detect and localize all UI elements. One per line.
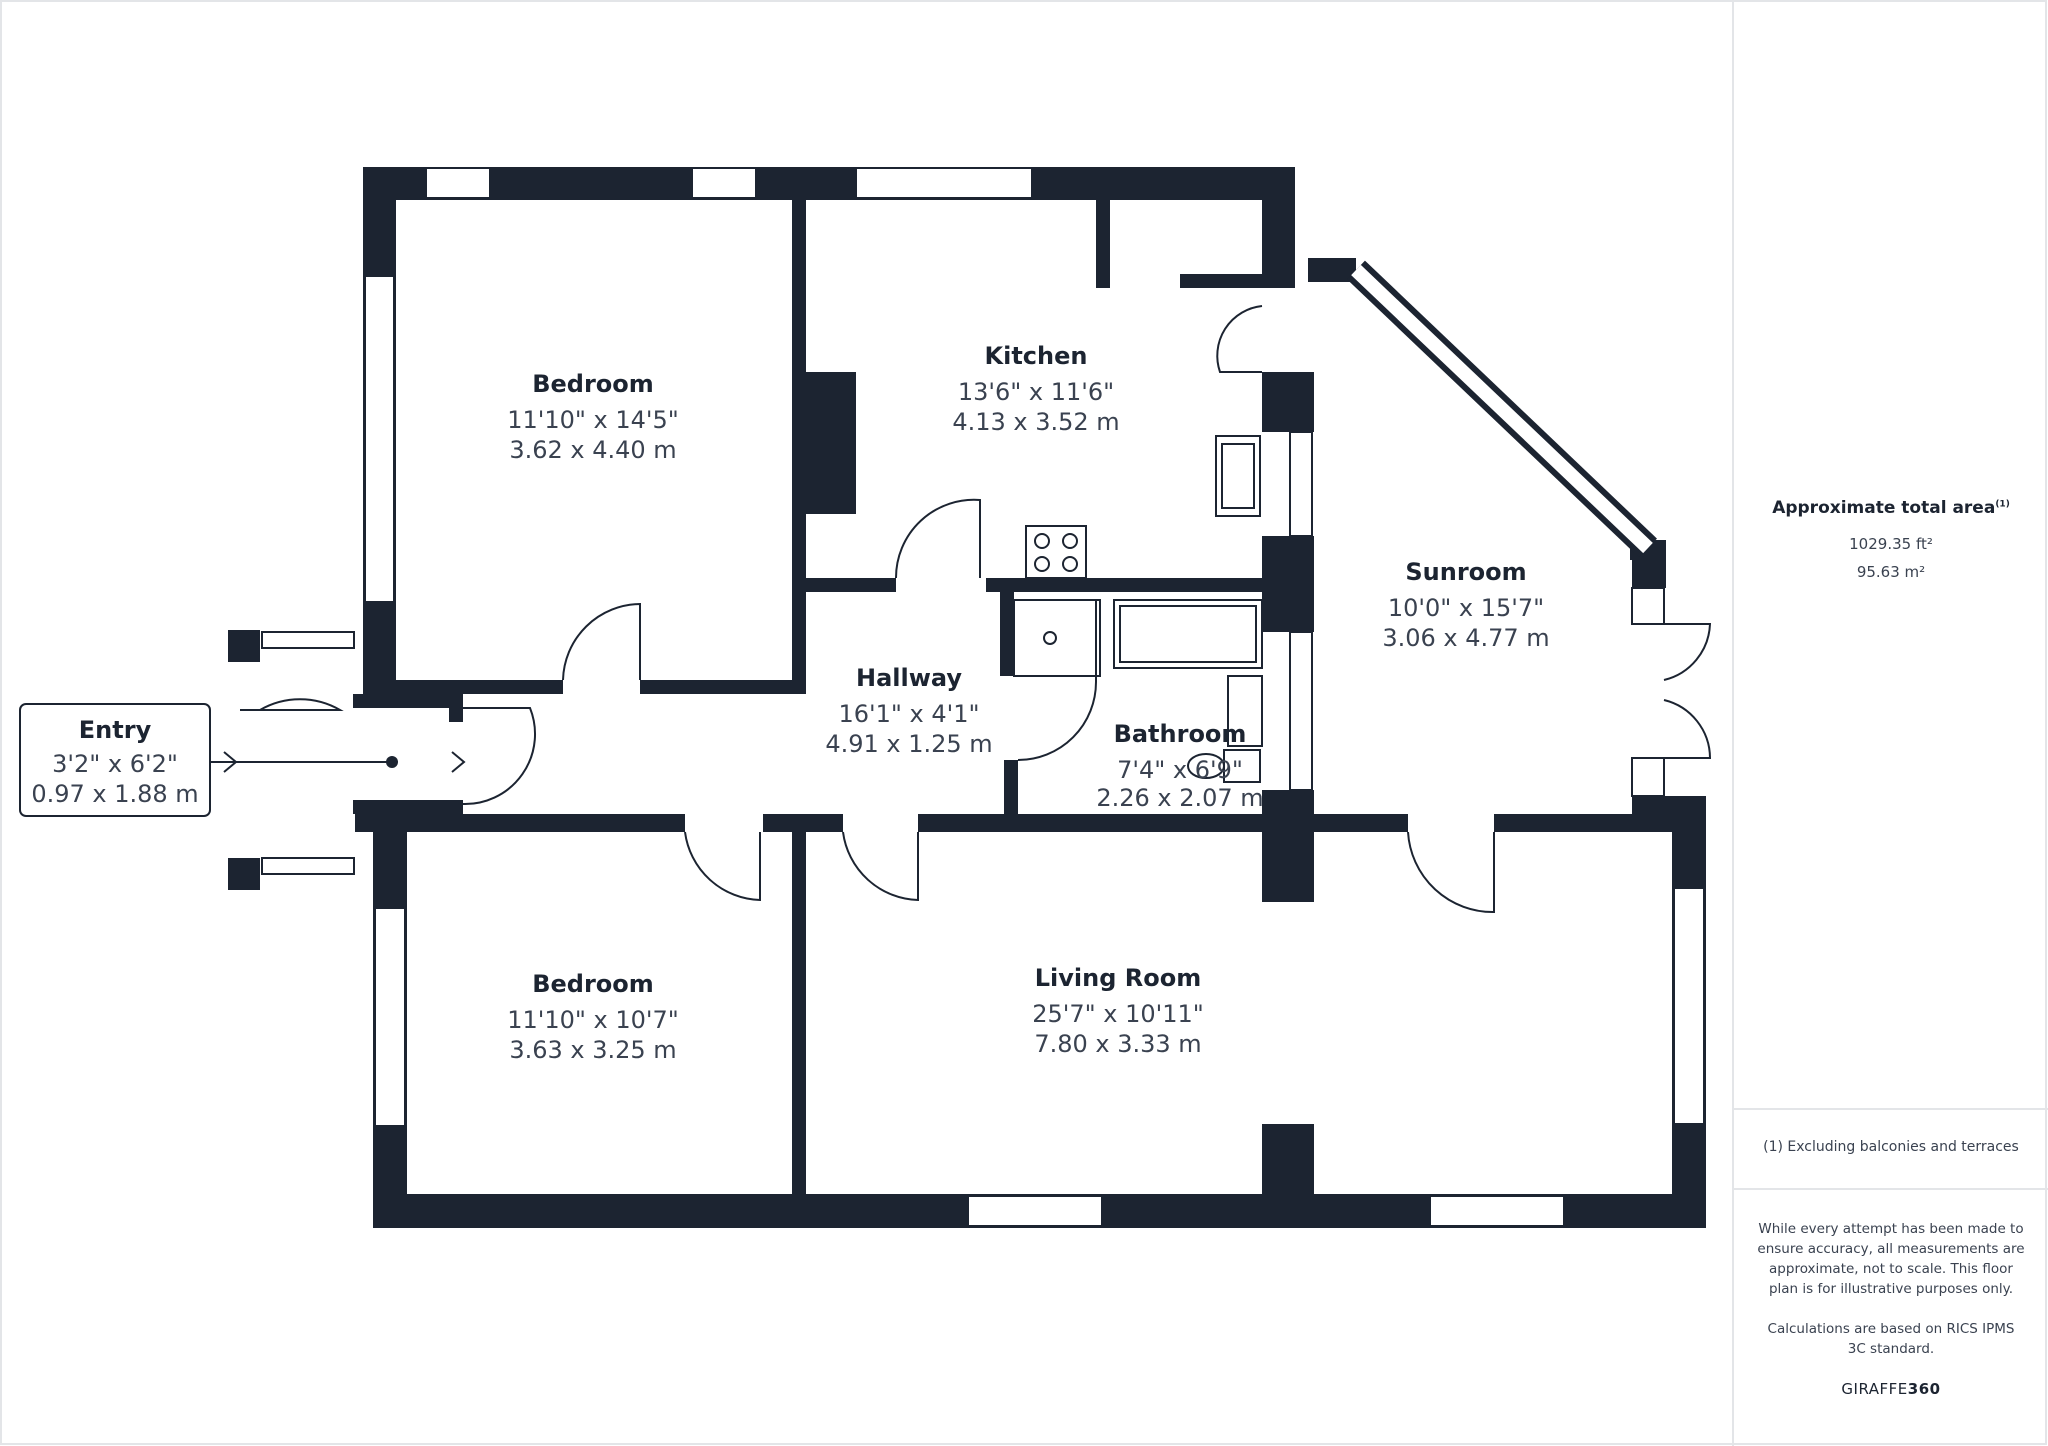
area-footnote: (1) Excluding balconies and terraces xyxy=(1763,1139,2019,1155)
room-entry-imperial: 3'2" x 6'2" xyxy=(52,750,178,778)
entry-arrow-icon xyxy=(210,751,466,773)
room-sunroom-metric: 3.06 x 4.77 m xyxy=(1382,624,1549,652)
area-title: Approximate total area(1) xyxy=(1772,498,2010,518)
room-living-metric: 7.80 x 3.33 m xyxy=(1034,1030,1201,1058)
kitchen-hob-icon xyxy=(1025,525,1087,579)
room-living-name: Living Room xyxy=(1035,964,1201,992)
disclaimer-text: While every attempt has been made to ens… xyxy=(1757,1221,2025,1297)
basin-icon xyxy=(1227,675,1263,747)
room-bathroom-metric: 2.26 x 2.07 m xyxy=(1096,784,1263,812)
room-bedroom1-imperial: 11'10" x 14'5" xyxy=(507,406,679,434)
room-hallway: Hallway 16'1" x 4'1" 4.91 x 1.25 m xyxy=(825,664,992,758)
area-title-note: (1) xyxy=(1995,499,2010,510)
area-ft: 1029.35 ft² xyxy=(1849,535,1933,553)
entry-callout-box xyxy=(19,703,211,817)
calculation-note: Calculations are based on RICS IPMS 3C s… xyxy=(1767,1321,2015,1357)
room-hallway-metric: 4.91 x 1.25 m xyxy=(825,730,992,758)
room-bedroom2-metric: 3.63 x 3.25 m xyxy=(509,1036,676,1064)
room-sunroom-imperial: 10'0" x 15'7" xyxy=(1388,594,1544,622)
shower-icon xyxy=(1013,599,1101,677)
walls xyxy=(228,167,1706,1228)
windows xyxy=(261,167,1705,1227)
sidebar-separator-1 xyxy=(1734,1108,2048,1110)
room-bedroom1-name: Bedroom xyxy=(532,370,654,398)
room-kitchen-name: Kitchen xyxy=(985,342,1088,370)
door-swings xyxy=(240,305,1712,914)
sidebar-separator-2 xyxy=(1734,1188,2048,1190)
room-entry-name: Entry xyxy=(79,716,152,744)
room-bedroom1: Bedroom 11'10" x 14'5" 3.62 x 4.40 m xyxy=(507,370,679,464)
area-m: 95.63 m² xyxy=(1856,563,1926,581)
entry-marker-icon xyxy=(386,756,398,768)
room-kitchen: Kitchen 13'6" x 11'6" 4.13 x 3.52 m xyxy=(952,342,1119,436)
room-living: Living Room 25'7" x 10'11" 7.80 x 3.33 m xyxy=(1032,964,1204,1058)
room-hallway-name: Hallway xyxy=(856,664,962,692)
sunroom-slanted-wall xyxy=(1347,260,1657,558)
room-bedroom2-imperial: 11'10" x 10'7" xyxy=(507,1006,679,1034)
room-entry-metric: 0.97 x 1.88 m xyxy=(31,780,198,808)
room-bedroom1-metric: 3.62 x 4.40 m xyxy=(509,436,676,464)
room-bathroom-imperial: 7'4" x 6'9" xyxy=(1117,756,1243,784)
room-hallway-imperial: 16'1" x 4'1" xyxy=(838,700,979,728)
room-kitchen-metric: 4.13 x 3.52 m xyxy=(952,408,1119,436)
room-bedroom2-name: Bedroom xyxy=(532,970,654,998)
room-sunroom-name: Sunroom xyxy=(1405,558,1526,586)
brand-logo: GIRAFFE360 xyxy=(1841,1380,1941,1398)
room-sunroom: Sunroom 10'0" x 15'7" 3.06 x 4.77 m xyxy=(1382,558,1549,652)
room-bathroom: Bathroom 7'4" x 6'9" 2.26 x 2.07 m xyxy=(1096,720,1263,812)
bath-icon xyxy=(1113,599,1263,669)
sidebar-divider xyxy=(1732,0,1734,1446)
toilet-icon xyxy=(1187,749,1261,783)
room-bathroom-name: Bathroom xyxy=(1114,720,1247,748)
room-living-imperial: 25'7" x 10'11" xyxy=(1032,1000,1204,1028)
room-kitchen-imperial: 13'6" x 11'6" xyxy=(958,378,1114,406)
kitchen-sink-icon xyxy=(1215,435,1261,517)
room-bedroom2: Bedroom 11'10" x 10'7" 3.63 x 3.25 m xyxy=(507,970,679,1064)
room-entry: Entry 3'2" x 6'2" 0.97 x 1.88 m xyxy=(19,703,211,817)
